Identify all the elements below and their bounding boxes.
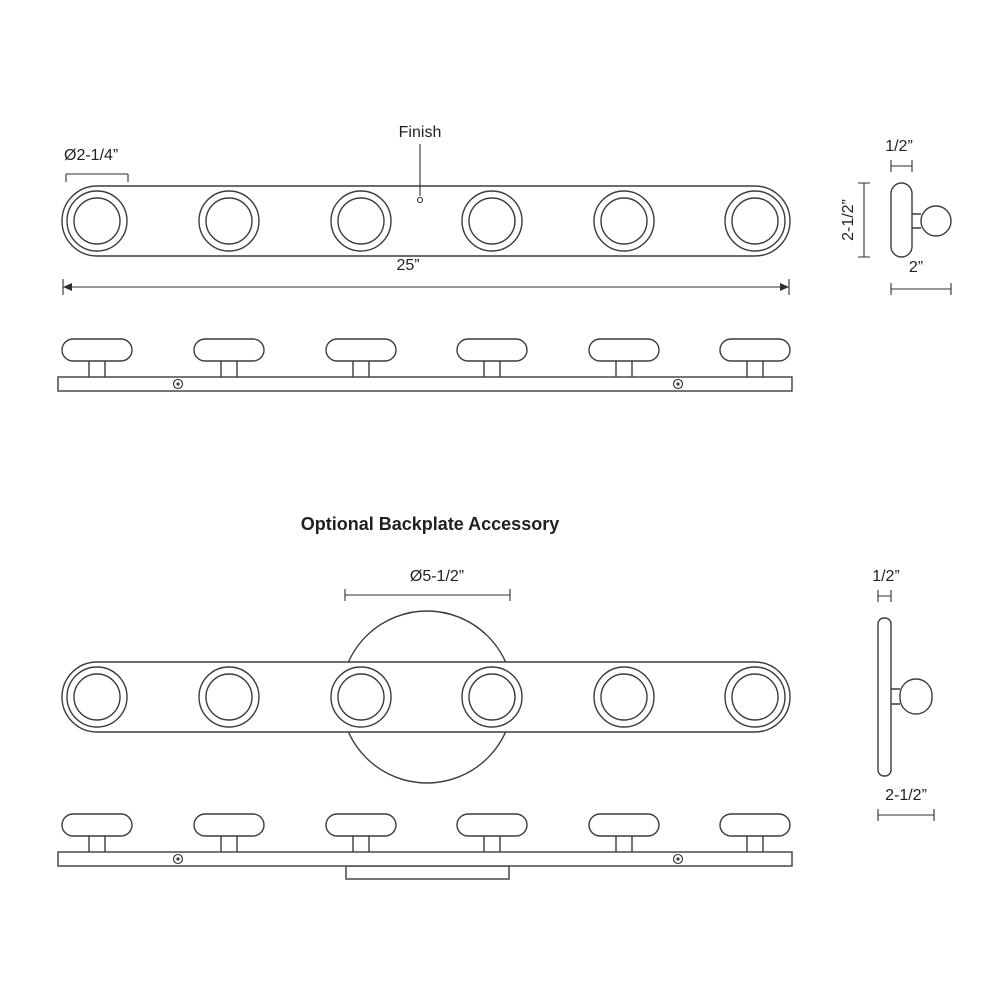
fixture-side-view: 1/2” 2-1/2” 2” <box>840 138 952 295</box>
knob-stem <box>891 688 900 705</box>
fixture-front-view: Ø2-1/4” Finish 25” <box>61 124 791 295</box>
lamp-lens <box>600 197 648 245</box>
bar-depth-dimension-label: 1/2” <box>885 138 913 155</box>
light-bar <box>61 661 791 733</box>
lamp-lens <box>337 673 385 721</box>
knob-stem <box>88 361 106 377</box>
lamp-knob <box>719 813 791 837</box>
knob-stem <box>483 361 501 377</box>
lamp-diameter-dimension: Ø2-1/4” <box>64 147 129 182</box>
knob-stem <box>615 836 633 852</box>
dimension-line <box>890 160 913 172</box>
backplate-total-depth-dimension: 2-1/2” <box>877 787 935 821</box>
dimension-line <box>858 182 870 258</box>
finish-callout: Finish <box>399 124 442 204</box>
knob-stem <box>746 361 764 377</box>
mounting-bar <box>57 376 793 392</box>
lamp-knob <box>325 338 397 362</box>
backplate-total-depth-dimension-label: 2-1/2” <box>885 787 927 804</box>
backplate-depth-dimension-label: 1/2” <box>872 568 900 585</box>
lamp-knob <box>193 338 265 362</box>
fixture-total-depth-dimension: 2” <box>890 259 952 295</box>
mounting-screw <box>172 853 184 865</box>
mounting-screw-center <box>176 857 180 861</box>
backplate-front-view: Ø5-1/2” <box>61 568 791 784</box>
dimension-line <box>344 589 511 601</box>
fixture-width-dimension: 25” <box>62 257 790 295</box>
lamp-knob <box>325 813 397 837</box>
mounting-screw <box>172 378 184 390</box>
fixture-total-depth-dimension-label: 2” <box>909 259 923 276</box>
lamp-knob <box>588 338 660 362</box>
light-bar <box>61 185 791 257</box>
lamp-lens <box>731 673 779 721</box>
knob-stem <box>220 361 238 377</box>
lamp-lens <box>468 197 516 245</box>
backplate-edge <box>345 865 510 880</box>
lamp-lens <box>731 197 779 245</box>
lamp-lens <box>337 197 385 245</box>
finish-label: Finish <box>399 124 442 141</box>
lamp-knob <box>588 813 660 837</box>
mounting-screw <box>672 853 684 865</box>
lamp-lens <box>468 673 516 721</box>
dimension-line <box>877 590 892 602</box>
fixture-height-dimension: 2-1/2” <box>840 182 870 258</box>
knob-stem <box>352 361 370 377</box>
lamp-diameter-dimension-label: Ø2-1/4” <box>64 147 118 164</box>
knob-stem <box>912 213 921 229</box>
mounting-screw <box>672 378 684 390</box>
mounting-screw-center <box>176 382 180 386</box>
fixture-plan-view <box>57 338 793 392</box>
lamp-knob <box>719 338 791 362</box>
knob-stem <box>483 836 501 852</box>
lamp-lens <box>73 197 121 245</box>
lamp-knob <box>61 338 133 362</box>
dimension-line <box>890 283 952 295</box>
lamp-knob <box>899 678 933 715</box>
dimension-line <box>65 173 129 182</box>
lamp-knob <box>193 813 265 837</box>
leader-dot <box>416 196 424 204</box>
mounting-screw-center <box>676 857 680 861</box>
backplate-title: Optional Backplate Accessory <box>301 514 559 534</box>
backplate-depth-dimension: 1/2” <box>872 568 900 602</box>
lamp-knob <box>920 205 952 237</box>
backplate-profile <box>877 617 892 777</box>
dimension-line <box>877 809 935 821</box>
knob-stem <box>746 836 764 852</box>
lamp-lens <box>205 197 253 245</box>
fixture-width-dimension-label: 25” <box>396 257 419 274</box>
bar-profile <box>890 182 913 258</box>
lamp-lens <box>73 673 121 721</box>
knob-stem <box>352 836 370 852</box>
lamp-knob <box>61 813 133 837</box>
fixture-height-dimension-label: 2-1/2” <box>840 199 857 241</box>
backplate-side-view: 1/2” 2-1/2” <box>872 568 935 821</box>
lamp-knob <box>456 338 528 362</box>
knob-stem <box>615 361 633 377</box>
backplate-diameter-dimension: Ø5-1/2” <box>344 568 511 601</box>
lamp-lens <box>600 673 648 721</box>
mounting-screw-center <box>676 382 680 386</box>
backplate-diameter-dimension-label: Ø5-1/2” <box>410 568 464 585</box>
lamp-lens <box>205 673 253 721</box>
backplate-plan-view <box>57 813 793 880</box>
bar-depth-dimension: 1/2” <box>885 138 913 172</box>
knob-stem <box>88 836 106 852</box>
mounting-bar <box>57 851 793 867</box>
knob-stem <box>220 836 238 852</box>
lamp-knob <box>456 813 528 837</box>
